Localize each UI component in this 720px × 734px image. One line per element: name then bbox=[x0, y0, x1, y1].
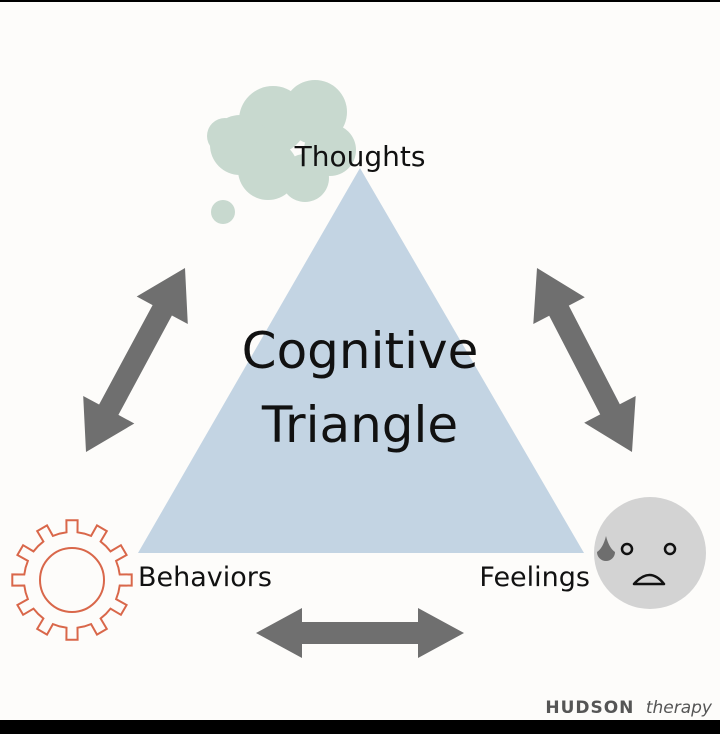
arrow-behaviors-feelings bbox=[256, 608, 464, 658]
brand-italic: therapy bbox=[646, 698, 713, 718]
brand-logo: HUDSON therapy bbox=[545, 698, 713, 718]
thoughts-label: Thoughts bbox=[294, 140, 426, 173]
diagram-title-line2: Triangle bbox=[261, 396, 458, 454]
arrow-thoughts-feelings bbox=[533, 268, 636, 452]
brand-bold: HUDSON bbox=[545, 698, 634, 718]
thought-cloud-icon bbox=[207, 80, 356, 224]
top-bar bbox=[0, 0, 720, 2]
arrow-thoughts-behaviors bbox=[83, 268, 188, 452]
gear-icon bbox=[11, 519, 133, 641]
behaviors-label: Behaviors bbox=[138, 562, 272, 593]
sad-face-icon bbox=[594, 497, 706, 609]
cognitive-triangle-shape bbox=[138, 168, 584, 553]
bottom-bar bbox=[0, 720, 720, 734]
feelings-label: Feelings bbox=[479, 562, 590, 593]
diagram-title-line1: Cognitive bbox=[242, 322, 479, 380]
